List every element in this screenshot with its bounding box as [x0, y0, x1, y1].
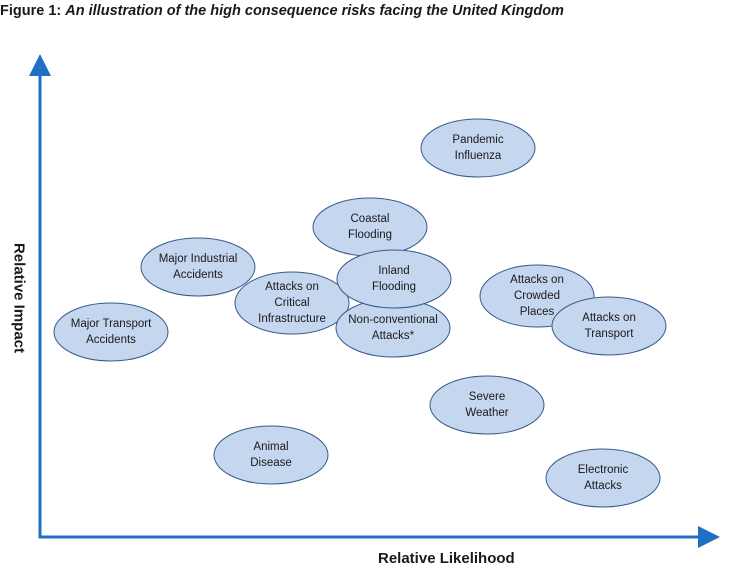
risk-bubble-attacks-on-critical-infrastructure — [234, 271, 350, 335]
x-axis-label: Relative Likelihood — [378, 550, 515, 567]
risk-bubble-major-industrial-accidents — [140, 237, 256, 297]
risk-bubble-electronic-attacks — [545, 448, 661, 508]
figure-label: Figure 1: — [0, 3, 62, 19]
y-axis-arrow-icon — [29, 54, 51, 76]
risk-bubble-inland-flooding — [336, 249, 452, 309]
risk-bubble-attacks-on-transport — [551, 296, 667, 356]
risk-bubble-animal-disease — [213, 425, 329, 485]
risk-bubble-major-transport-accidents — [53, 302, 169, 362]
axes — [29, 54, 720, 548]
risk-bubble-coastal-flooding — [312, 197, 428, 257]
risk-bubbles — [53, 118, 667, 508]
figure-title: Figure 1: An illustration of the high co… — [0, 3, 564, 19]
figure-caption: An illustration of the high consequence … — [65, 3, 564, 19]
risk-bubble-pandemic-influenza — [420, 118, 536, 178]
y-axis-label: Relative Impact — [10, 242, 28, 354]
risk-bubble-severe-weather — [429, 375, 545, 435]
x-axis-arrow-icon — [698, 526, 720, 548]
